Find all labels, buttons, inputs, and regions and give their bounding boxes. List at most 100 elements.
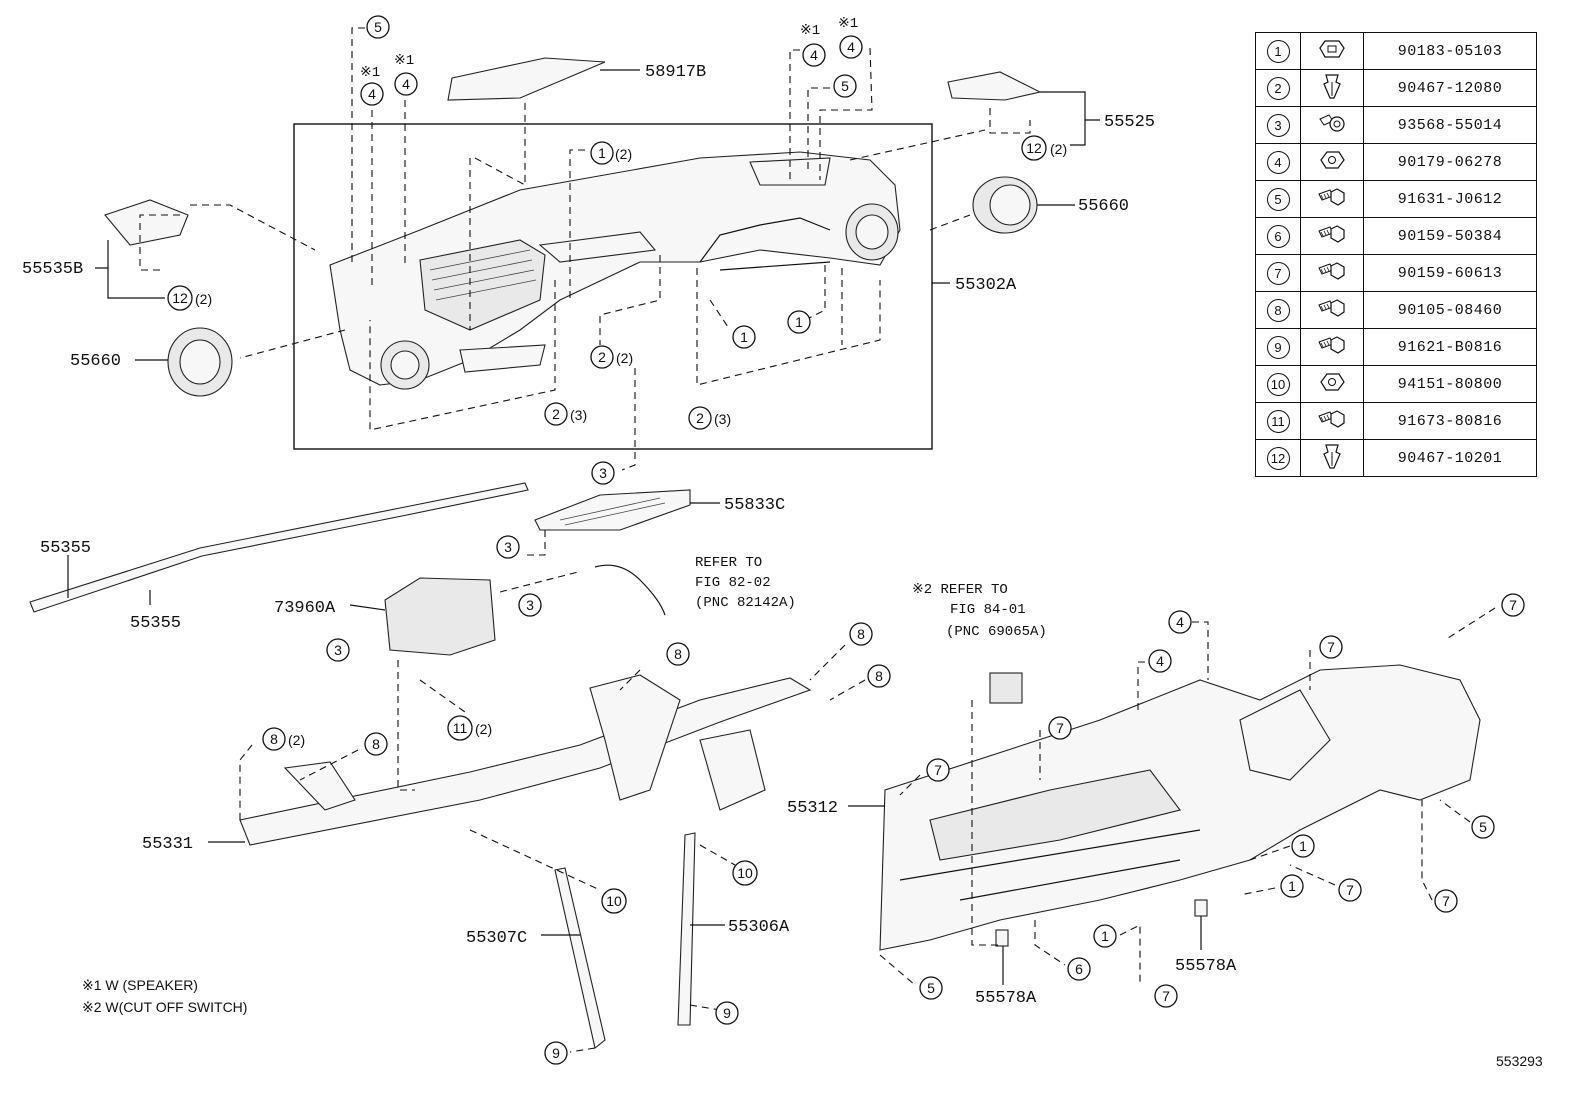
part-number-55355-b: 55355 (130, 614, 181, 633)
svg-text:6: 6 (1075, 961, 1083, 977)
cut-off-switch-illustration (989, 672, 1023, 704)
svg-text:(2): (2) (616, 350, 633, 366)
svg-text:1: 1 (795, 314, 803, 330)
parts-table-index-cell: 8 (1255, 291, 1301, 329)
parts-table-part-number: 91631-J0612 (1363, 180, 1537, 218)
bolt-icon (1300, 217, 1364, 255)
svg-text:2: 2 (552, 406, 560, 422)
callout: 1 (590, 141, 614, 165)
svg-text:4: 4 (810, 47, 818, 63)
dashed-leader-lines (139, 27, 1496, 1053)
part-55306A-illustration (677, 832, 696, 1026)
svg-text:1: 1 (740, 329, 748, 345)
part-55578A-b-illustration (1194, 899, 1208, 917)
parts-table-index-cell: 2 (1255, 69, 1301, 107)
svg-text:(PNC 82142A): (PNC 82142A) (695, 595, 796, 611)
part-55660-left-illustration (167, 327, 233, 397)
callout: 7 (1501, 593, 1525, 617)
part-number-55312: 55312 (787, 799, 838, 818)
svg-text:5: 5 (1479, 819, 1487, 835)
parts-table-row: 11 91673-80816 (1255, 402, 1537, 440)
parts-table-index-cell: 6 (1255, 217, 1301, 255)
instrument-panel-group-frame (293, 123, 933, 450)
part-number-55306A: 55306A (728, 918, 790, 937)
parts-table-index-cell: 1 (1255, 32, 1301, 70)
parts-table-part-number: 90105-08460 (1363, 291, 1537, 329)
parts-table-index-cell: 4 (1255, 143, 1301, 181)
callout: 10 (732, 860, 758, 886)
nut-icon (1300, 365, 1364, 403)
parts-table-part-number: 93568-55014 (1363, 106, 1537, 144)
parts-table-part-number: 90467-12080 (1363, 69, 1537, 107)
callout: 4 (1148, 649, 1172, 673)
callout: 2 (590, 345, 614, 369)
parts-table-index-cell: 10 (1255, 365, 1301, 403)
callout: 7 (1154, 984, 1178, 1008)
callout: 7 (1338, 878, 1362, 902)
svg-text:4: 4 (368, 86, 376, 102)
index-circle: 11 (1266, 409, 1290, 433)
svg-text:1: 1 (1299, 838, 1307, 854)
svg-text:10: 10 (737, 865, 753, 881)
part-55307C-illustration (554, 867, 606, 1049)
svg-text:5: 5 (374, 19, 382, 35)
part-number-55525: 55525 (1104, 113, 1155, 132)
parts-table-part-number: 91673-80816 (1363, 402, 1537, 440)
clip-nut-icon (1300, 32, 1364, 70)
callout: 4 (360, 82, 384, 106)
svg-text:(2): (2) (195, 291, 212, 307)
svg-text:7: 7 (1509, 597, 1517, 613)
callout: 2 (688, 406, 712, 430)
svg-text:10: 10 (606, 893, 622, 909)
svg-text:※1: ※1 (360, 65, 380, 81)
callout: 6 (1067, 957, 1091, 981)
callout: 8 (867, 664, 891, 688)
svg-text:9: 9 (723, 1005, 731, 1021)
footnote-cut-off-switch: ※2 W(CUT OFF SWITCH) (82, 999, 247, 1015)
svg-text:9: 9 (552, 1045, 560, 1061)
wire-harness-illustration (594, 564, 666, 616)
callout: 1 (787, 310, 811, 334)
part-number-55331: 55331 (142, 835, 193, 854)
part-55331-illustration (239, 674, 812, 846)
parts-table-part-number: 91621-B0816 (1363, 328, 1537, 366)
callout: 10 (601, 888, 627, 914)
refer-note-84-01: ※2 REFER TO FIG 84-01 (PNC 69065A) (912, 582, 1047, 640)
part-number-55355-a: 55355 (40, 539, 91, 558)
svg-text:3: 3 (526, 597, 534, 613)
svg-text:1: 1 (598, 145, 606, 161)
callout: 5 (833, 74, 857, 98)
index-circle: 7 (1266, 261, 1290, 285)
svg-text:※1: ※1 (838, 16, 858, 32)
index-circle: 2 (1266, 76, 1290, 100)
part-55578A-a-illustration (995, 929, 1009, 947)
callout: 5 (1471, 815, 1495, 839)
callout: 4 (802, 43, 826, 67)
callout: 1 (1291, 834, 1315, 858)
index-circle: 4 (1266, 150, 1290, 174)
callout: 1 (732, 325, 756, 349)
callout: 4 (1168, 610, 1192, 634)
svg-text:4: 4 (1176, 614, 1184, 630)
svg-text:(2): (2) (475, 721, 492, 737)
svg-text:(3): (3) (570, 407, 587, 423)
svg-text:1: 1 (1101, 928, 1109, 944)
parts-table-row: 8 90105-08460 (1255, 291, 1537, 329)
svg-text:7: 7 (934, 762, 942, 778)
svg-text:7: 7 (1442, 893, 1450, 909)
svg-text:3: 3 (599, 465, 607, 481)
part-number-55660-left: 55660 (70, 352, 121, 371)
svg-text:REFER TO: REFER TO (695, 555, 762, 571)
svg-text:4: 4 (402, 76, 410, 92)
svg-text:FIG 84-01: FIG 84-01 (950, 602, 1026, 618)
parts-table-part-number: 94151-80800 (1363, 365, 1537, 403)
callout: 4 (394, 72, 418, 96)
part-number-55302A: 55302A (955, 276, 1017, 295)
callout: 12 (167, 285, 193, 311)
